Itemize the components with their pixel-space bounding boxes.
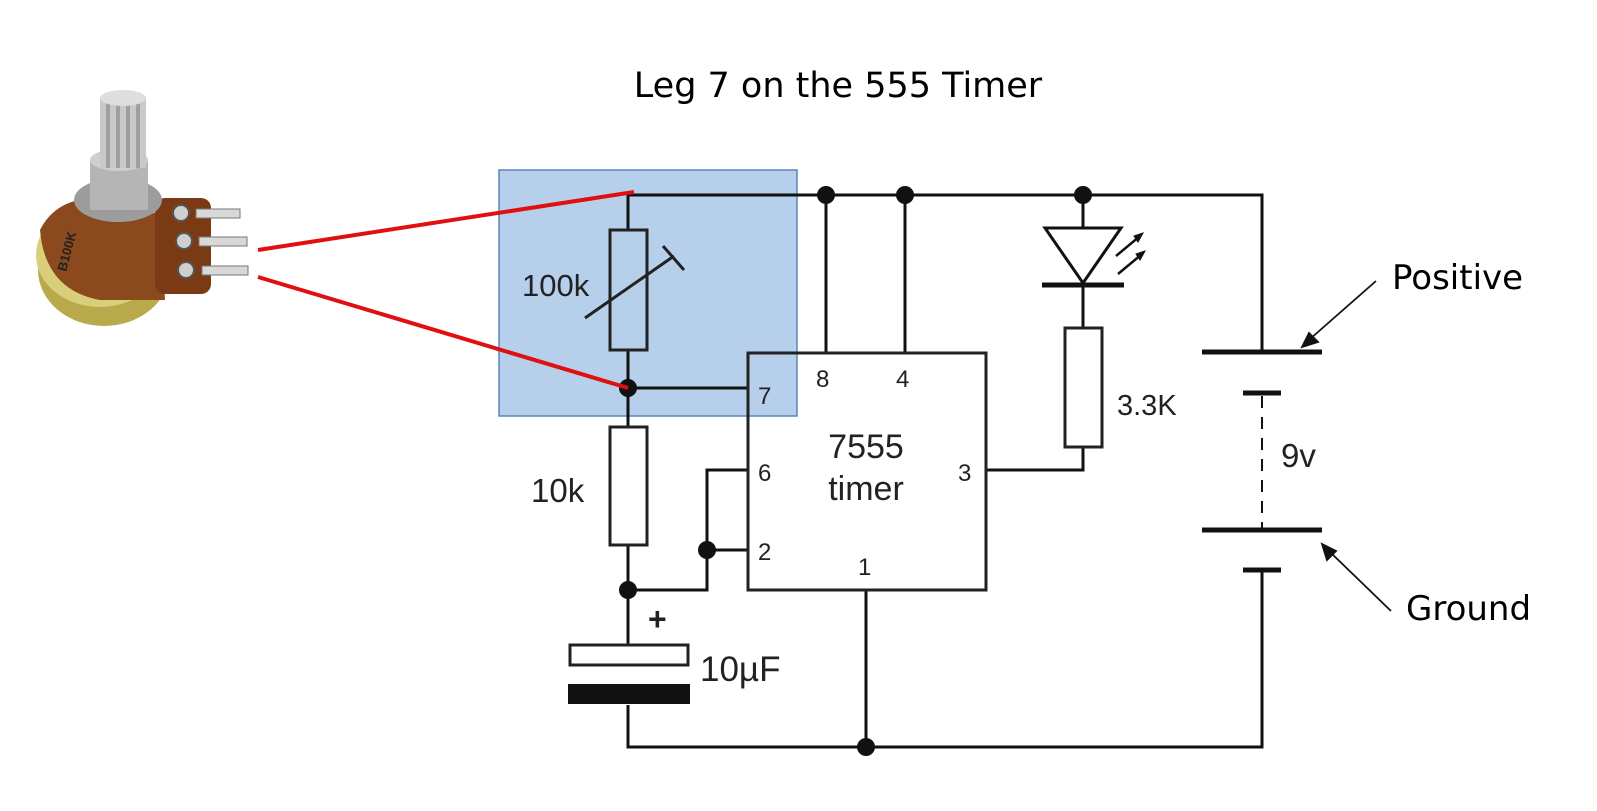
capacitor-label: 10µF — [700, 650, 780, 689]
pin-6-label: 6 — [758, 460, 771, 487]
pin-2-label: 2 — [758, 539, 771, 566]
callout-arrows — [1300, 280, 1392, 612]
ic-label-line1: 7555 — [828, 428, 904, 466]
positive-label: Positive — [1392, 258, 1523, 298]
red-leads — [257, 190, 635, 390]
battery — [1202, 349, 1322, 573]
ground-label: Ground — [1406, 589, 1531, 629]
pin-8-label: 8 — [816, 366, 829, 393]
circuit-wires — [626, 193, 1264, 749]
ic-label-line2: timer — [828, 470, 904, 508]
capacitor-polarity: + — [648, 601, 667, 637]
potentiometer-image: B100K — [36, 90, 249, 326]
battery-label: 9v — [1281, 437, 1316, 474]
junction-dots — [619, 186, 1092, 756]
pin-4-label: 4 — [896, 366, 909, 393]
resistor-3k3-label: 3.3K — [1117, 390, 1177, 422]
resistor-10k-label: 10k — [531, 472, 585, 509]
pin-1-label: 1 — [858, 554, 871, 581]
resistor-10k — [608, 425, 649, 547]
pin-3-label: 3 — [958, 460, 971, 487]
led — [1042, 226, 1147, 288]
resistor-3k3 — [1063, 326, 1104, 449]
variable-resistor — [584, 228, 686, 352]
ic-7555 — [746, 351, 988, 592]
capacitor — [568, 643, 690, 704]
pin-7-label: 7 — [758, 383, 771, 410]
pot-label: 100k — [522, 268, 590, 303]
page-title: Leg 7 on the 555 Timer — [634, 66, 1043, 106]
